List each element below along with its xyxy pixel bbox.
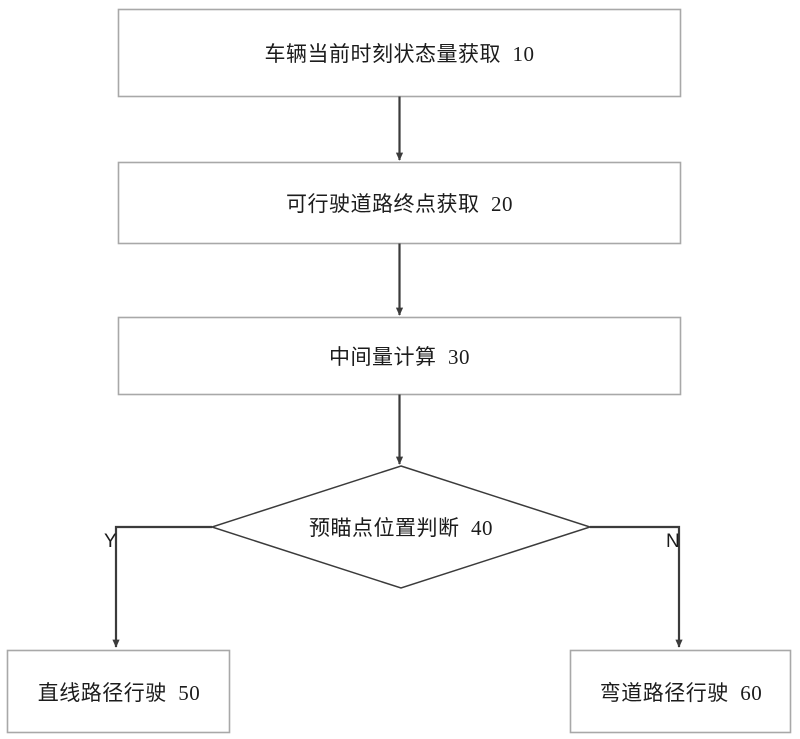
node-step40-shape — [209, 465, 593, 589]
edge-step40-step50 — [112, 525, 212, 648]
node-step30-shape — [117, 316, 682, 396]
node-step50-shape — [6, 649, 231, 734]
branch-label-yes: Y — [104, 531, 117, 552]
node-step20-shape — [117, 161, 682, 245]
node-step60-shape — [569, 649, 792, 734]
edge-step40-step60 — [590, 525, 683, 648]
node-step10-shape — [117, 8, 682, 98]
branch-label-no: N — [666, 531, 680, 552]
